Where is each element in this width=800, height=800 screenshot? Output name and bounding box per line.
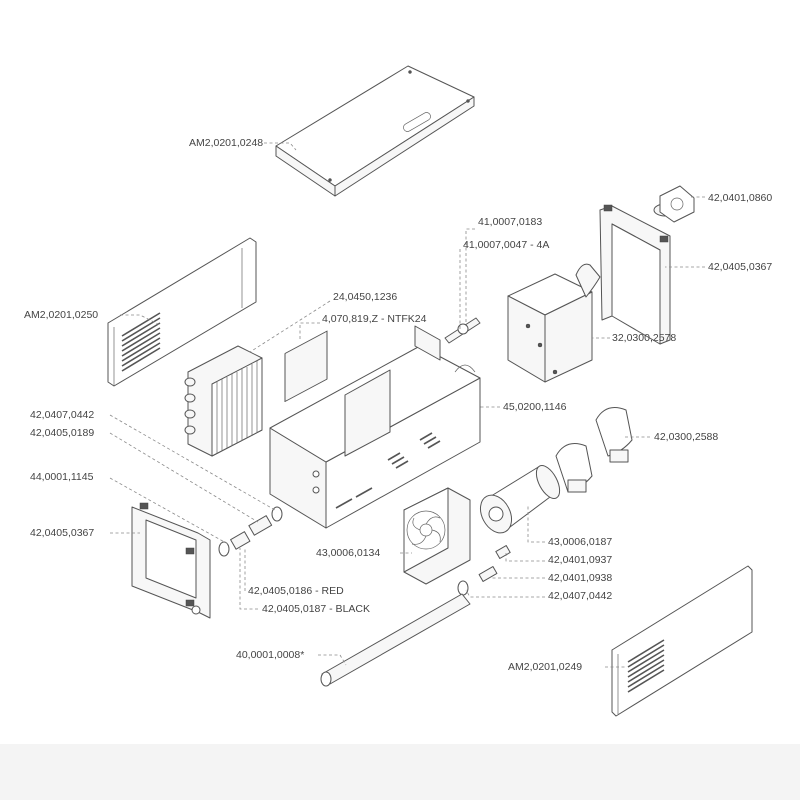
label-left-side-panel: AM2,0201,0250	[24, 309, 98, 321]
part-labels: AM2,0201,0248 42,0401,0860 42,0405,0367 …	[24, 137, 772, 673]
label-right-side-panel: AM2,0201,0249	[508, 661, 582, 673]
label-part-42-0938: 42,0401,0938	[548, 572, 612, 584]
label-part-42-0937: 42,0401,0937	[548, 554, 612, 566]
heat-exchanger-part	[184, 345, 263, 457]
leader-lines	[109, 142, 705, 668]
label-right-frame: 42,0405,0367	[708, 261, 772, 273]
label-left-frame: 42,0405,0367	[30, 527, 94, 539]
clamps-part	[555, 407, 633, 493]
left-frame-part	[131, 502, 211, 619]
left-side-panel-part	[107, 237, 257, 387]
label-fuse-0183: 41,0007,0183	[478, 216, 542, 228]
fuse-part	[444, 317, 481, 344]
label-fuse-0047: 41,0007,0047 - 4A	[463, 239, 549, 251]
chassis-part	[269, 325, 481, 529]
label-coupling-red: 42,0405,0186 - RED	[248, 585, 344, 597]
label-part-44-1145: 44,0001,1145	[30, 471, 94, 483]
right-side-panel-part	[611, 565, 753, 717]
fittings-part	[218, 506, 511, 596]
label-part-42-0189: 42,0405,0189	[30, 427, 94, 439]
label-clamp: 42,0300,2588	[654, 431, 718, 443]
footer-bar	[0, 744, 800, 800]
label-hose: 40,0001,0008*	[236, 649, 304, 661]
top-cover-part	[275, 65, 475, 197]
right-frame-part	[599, 204, 671, 345]
label-pump: 43,0006,0187	[548, 536, 612, 548]
label-top-cover: AM2,0201,0248	[189, 137, 263, 149]
axial-fan-part	[403, 487, 471, 585]
label-ntfk24: 4,070,819,Z - NTFK24	[322, 313, 427, 325]
label-part-24-1236: 24,0450,1236	[333, 291, 397, 303]
label-axial-fan: 43,0006,0134	[316, 547, 380, 559]
label-small-fan: 42,0401,0860	[708, 192, 772, 204]
pump-part	[479, 465, 561, 534]
label-chassis: 45,0200,1146	[503, 401, 567, 413]
hose-part	[320, 593, 471, 687]
label-part-42-0442-a: 42,0407,0442	[30, 409, 94, 421]
label-part-42-0442-b: 42,0407,0442	[548, 590, 612, 602]
label-coupling-black: 42,0405,0187 - BLACK	[262, 603, 370, 615]
label-tank: 32,0300,2578	[612, 332, 676, 344]
small-fan-part	[653, 185, 695, 223]
tank-part	[507, 263, 601, 383]
